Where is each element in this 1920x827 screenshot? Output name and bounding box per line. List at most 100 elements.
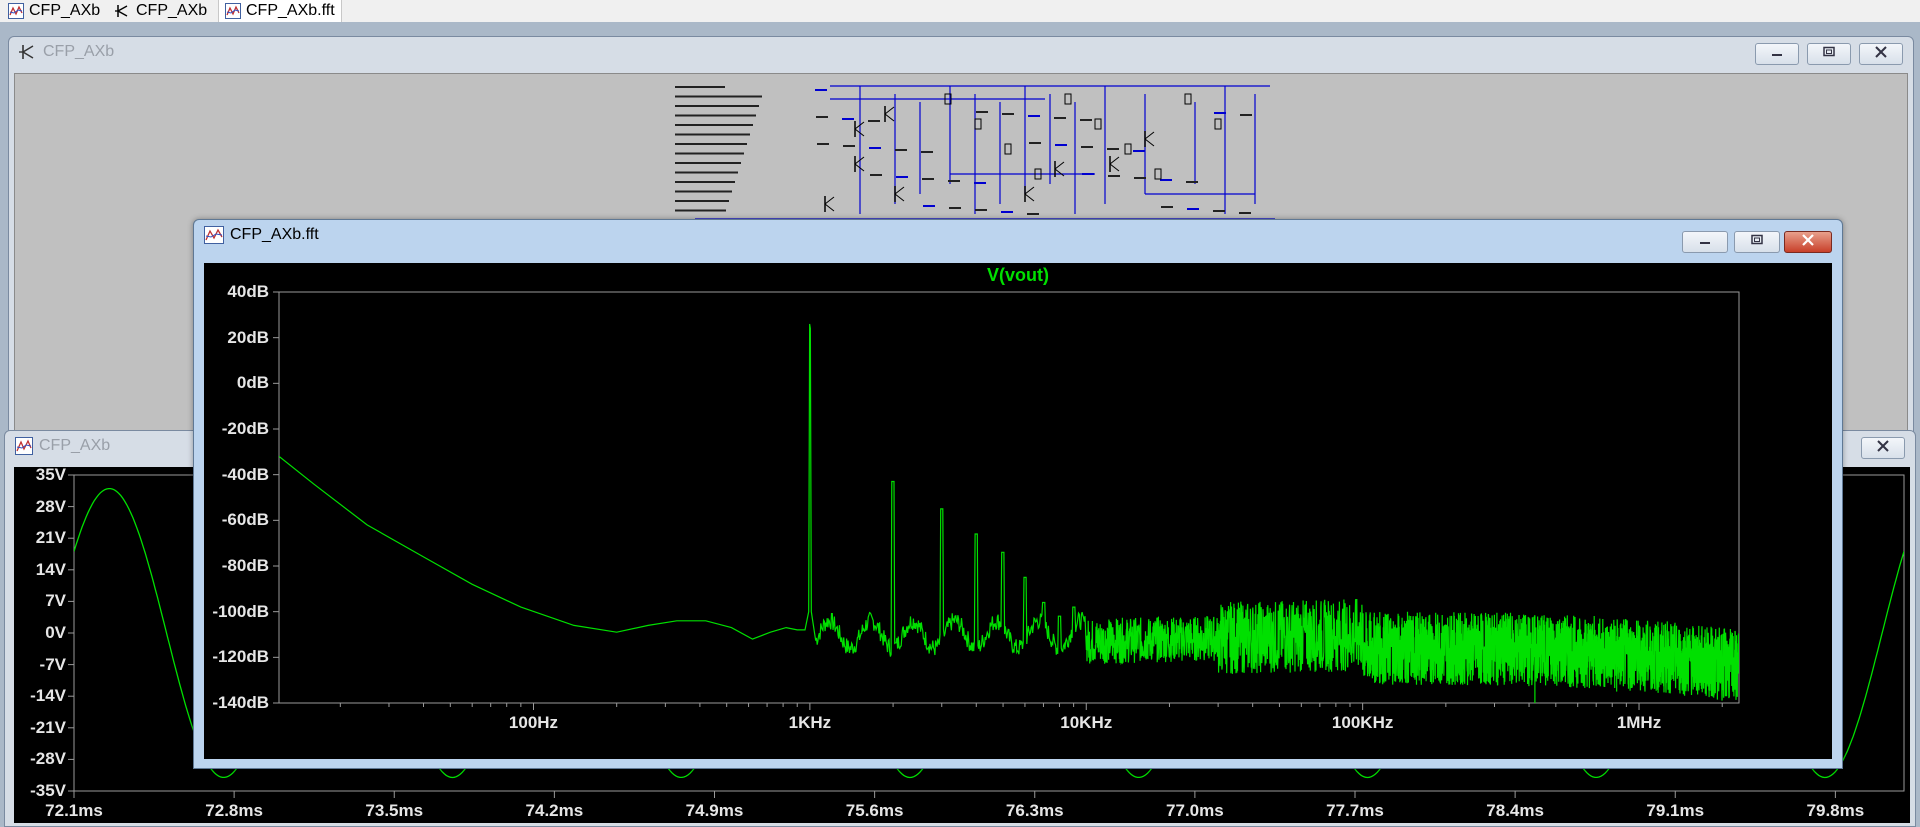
component-label xyxy=(1133,150,1145,152)
component-label xyxy=(949,207,961,209)
maximize-icon xyxy=(1822,45,1836,63)
close-button[interactable] xyxy=(1784,231,1832,253)
waveform-icon xyxy=(225,3,241,19)
x-tick-label: 74.2ms xyxy=(525,801,584,820)
window-title: CFP_AXb xyxy=(43,43,115,60)
maximize-button[interactable] xyxy=(1734,231,1780,253)
component-label xyxy=(1214,112,1226,114)
component-label xyxy=(974,182,986,184)
tab-cfp-axb-fft[interactable]: CFP_AXb.fft xyxy=(218,0,342,22)
transistor-symbol xyxy=(1024,186,1035,195)
component-label xyxy=(816,116,828,118)
circuit-diagram xyxy=(675,85,1275,220)
transistor-symbol xyxy=(1054,168,1065,177)
close-button[interactable] xyxy=(1861,437,1905,459)
y-tick-label: -120dB xyxy=(212,647,269,667)
minimize-button[interactable] xyxy=(1755,43,1799,65)
waveform-icon xyxy=(204,226,224,244)
transistor-symbol xyxy=(1024,193,1035,202)
spice-directive-line xyxy=(675,171,738,174)
component-label xyxy=(1002,113,1014,115)
x-tick-label: 10KHz xyxy=(1060,713,1113,732)
component-label xyxy=(1080,119,1092,121)
trace-name-label[interactable]: V(vout) xyxy=(987,265,1049,285)
component-label xyxy=(1082,173,1094,175)
close-icon xyxy=(1801,233,1815,251)
resistor-symbol xyxy=(1094,118,1102,130)
spice-directive-line xyxy=(675,105,759,107)
component-label xyxy=(1161,206,1173,208)
spice-directive-line xyxy=(675,124,753,126)
transient-window-titlebar[interactable]: CFP_AXb xyxy=(5,431,1915,461)
x-tick-label: 100Hz xyxy=(508,713,559,732)
resistor-symbol xyxy=(1034,168,1042,180)
window-title: CFP_AXb xyxy=(39,437,111,454)
transistor-symbol xyxy=(854,121,865,130)
transistor-symbol xyxy=(854,156,865,165)
component-label xyxy=(869,147,881,149)
transistor-symbol xyxy=(824,196,835,205)
x-tick-label: 75.6ms xyxy=(845,801,904,820)
component-label xyxy=(1107,148,1119,150)
tab-label: CFP_AXb.fft xyxy=(246,2,335,19)
y-tick-label: -35V xyxy=(30,781,66,800)
resistor-symbol xyxy=(1124,143,1132,155)
window-title: CFP_AXb.fft xyxy=(230,226,319,243)
y-tick-label: 7V xyxy=(45,591,66,611)
y-tick-label: 20dB xyxy=(227,327,269,347)
transistor-symbol xyxy=(894,186,905,195)
spice-directive-line xyxy=(675,190,732,193)
component-label xyxy=(1134,177,1146,179)
component-label xyxy=(843,145,855,147)
transistor-symbol xyxy=(1144,138,1155,147)
x-tick-label: 1MHz xyxy=(1616,713,1662,732)
spice-directive-line xyxy=(675,181,735,183)
transistor-symbol xyxy=(884,106,895,115)
schematic-icon xyxy=(19,43,37,61)
maximize-icon xyxy=(1750,233,1764,251)
document-tab-bar: CFP_AXb CFP_AXb CFP_AXb.fft xyxy=(0,0,1920,23)
x-tick-label: 77.7ms xyxy=(1326,801,1384,820)
fft-spectrum-chart xyxy=(273,291,1740,710)
transistor-symbol xyxy=(854,163,865,172)
tab-label: CFP_AXb xyxy=(29,1,101,19)
transistor-symbol xyxy=(1109,156,1120,165)
y-tick-label: -14V xyxy=(30,686,66,706)
y-tick-label: 14V xyxy=(35,559,66,579)
component-label xyxy=(1213,210,1225,212)
y-tick-label: -80dB xyxy=(221,556,269,575)
close-button[interactable] xyxy=(1859,43,1903,65)
transistor-symbol xyxy=(824,203,835,212)
minimize-icon xyxy=(1698,233,1712,251)
transistor-symbol xyxy=(1109,163,1120,172)
component-label xyxy=(1239,212,1251,214)
y-tick-label: -7V xyxy=(39,654,66,674)
fft-window-titlebar[interactable]: CFP_AXb.fft xyxy=(194,220,1842,250)
component-label xyxy=(923,205,935,207)
schematic-window-titlebar[interactable]: CFP_AXb xyxy=(9,37,1913,67)
maximize-button[interactable] xyxy=(1807,43,1851,65)
component-label xyxy=(921,151,933,153)
spice-directive-line xyxy=(675,162,741,164)
component-label xyxy=(1055,144,1067,146)
transistor-symbol xyxy=(894,193,905,202)
x-tick-label: 79.1ms xyxy=(1646,801,1705,820)
close-icon xyxy=(1876,439,1890,457)
resistor-symbol xyxy=(944,93,952,105)
schematic-icon xyxy=(115,3,131,19)
y-tick-label: 0V xyxy=(45,623,66,642)
spice-directive-line xyxy=(675,114,756,117)
tab-cfp-axb-schematic[interactable]: CFP_AXb xyxy=(115,0,207,21)
x-tick-label: 72.1ms xyxy=(45,801,103,820)
spice-directive-line xyxy=(675,95,762,98)
resistor-symbol xyxy=(974,118,982,130)
close-icon xyxy=(1874,45,1888,63)
minimize-button[interactable] xyxy=(1682,231,1728,253)
tab-cfp-axb-waveform[interactable]: CFP_AXb xyxy=(8,0,100,21)
transistor-symbol xyxy=(1054,161,1065,170)
x-tick-label: 72.8ms xyxy=(205,801,263,820)
component-label xyxy=(948,180,960,182)
